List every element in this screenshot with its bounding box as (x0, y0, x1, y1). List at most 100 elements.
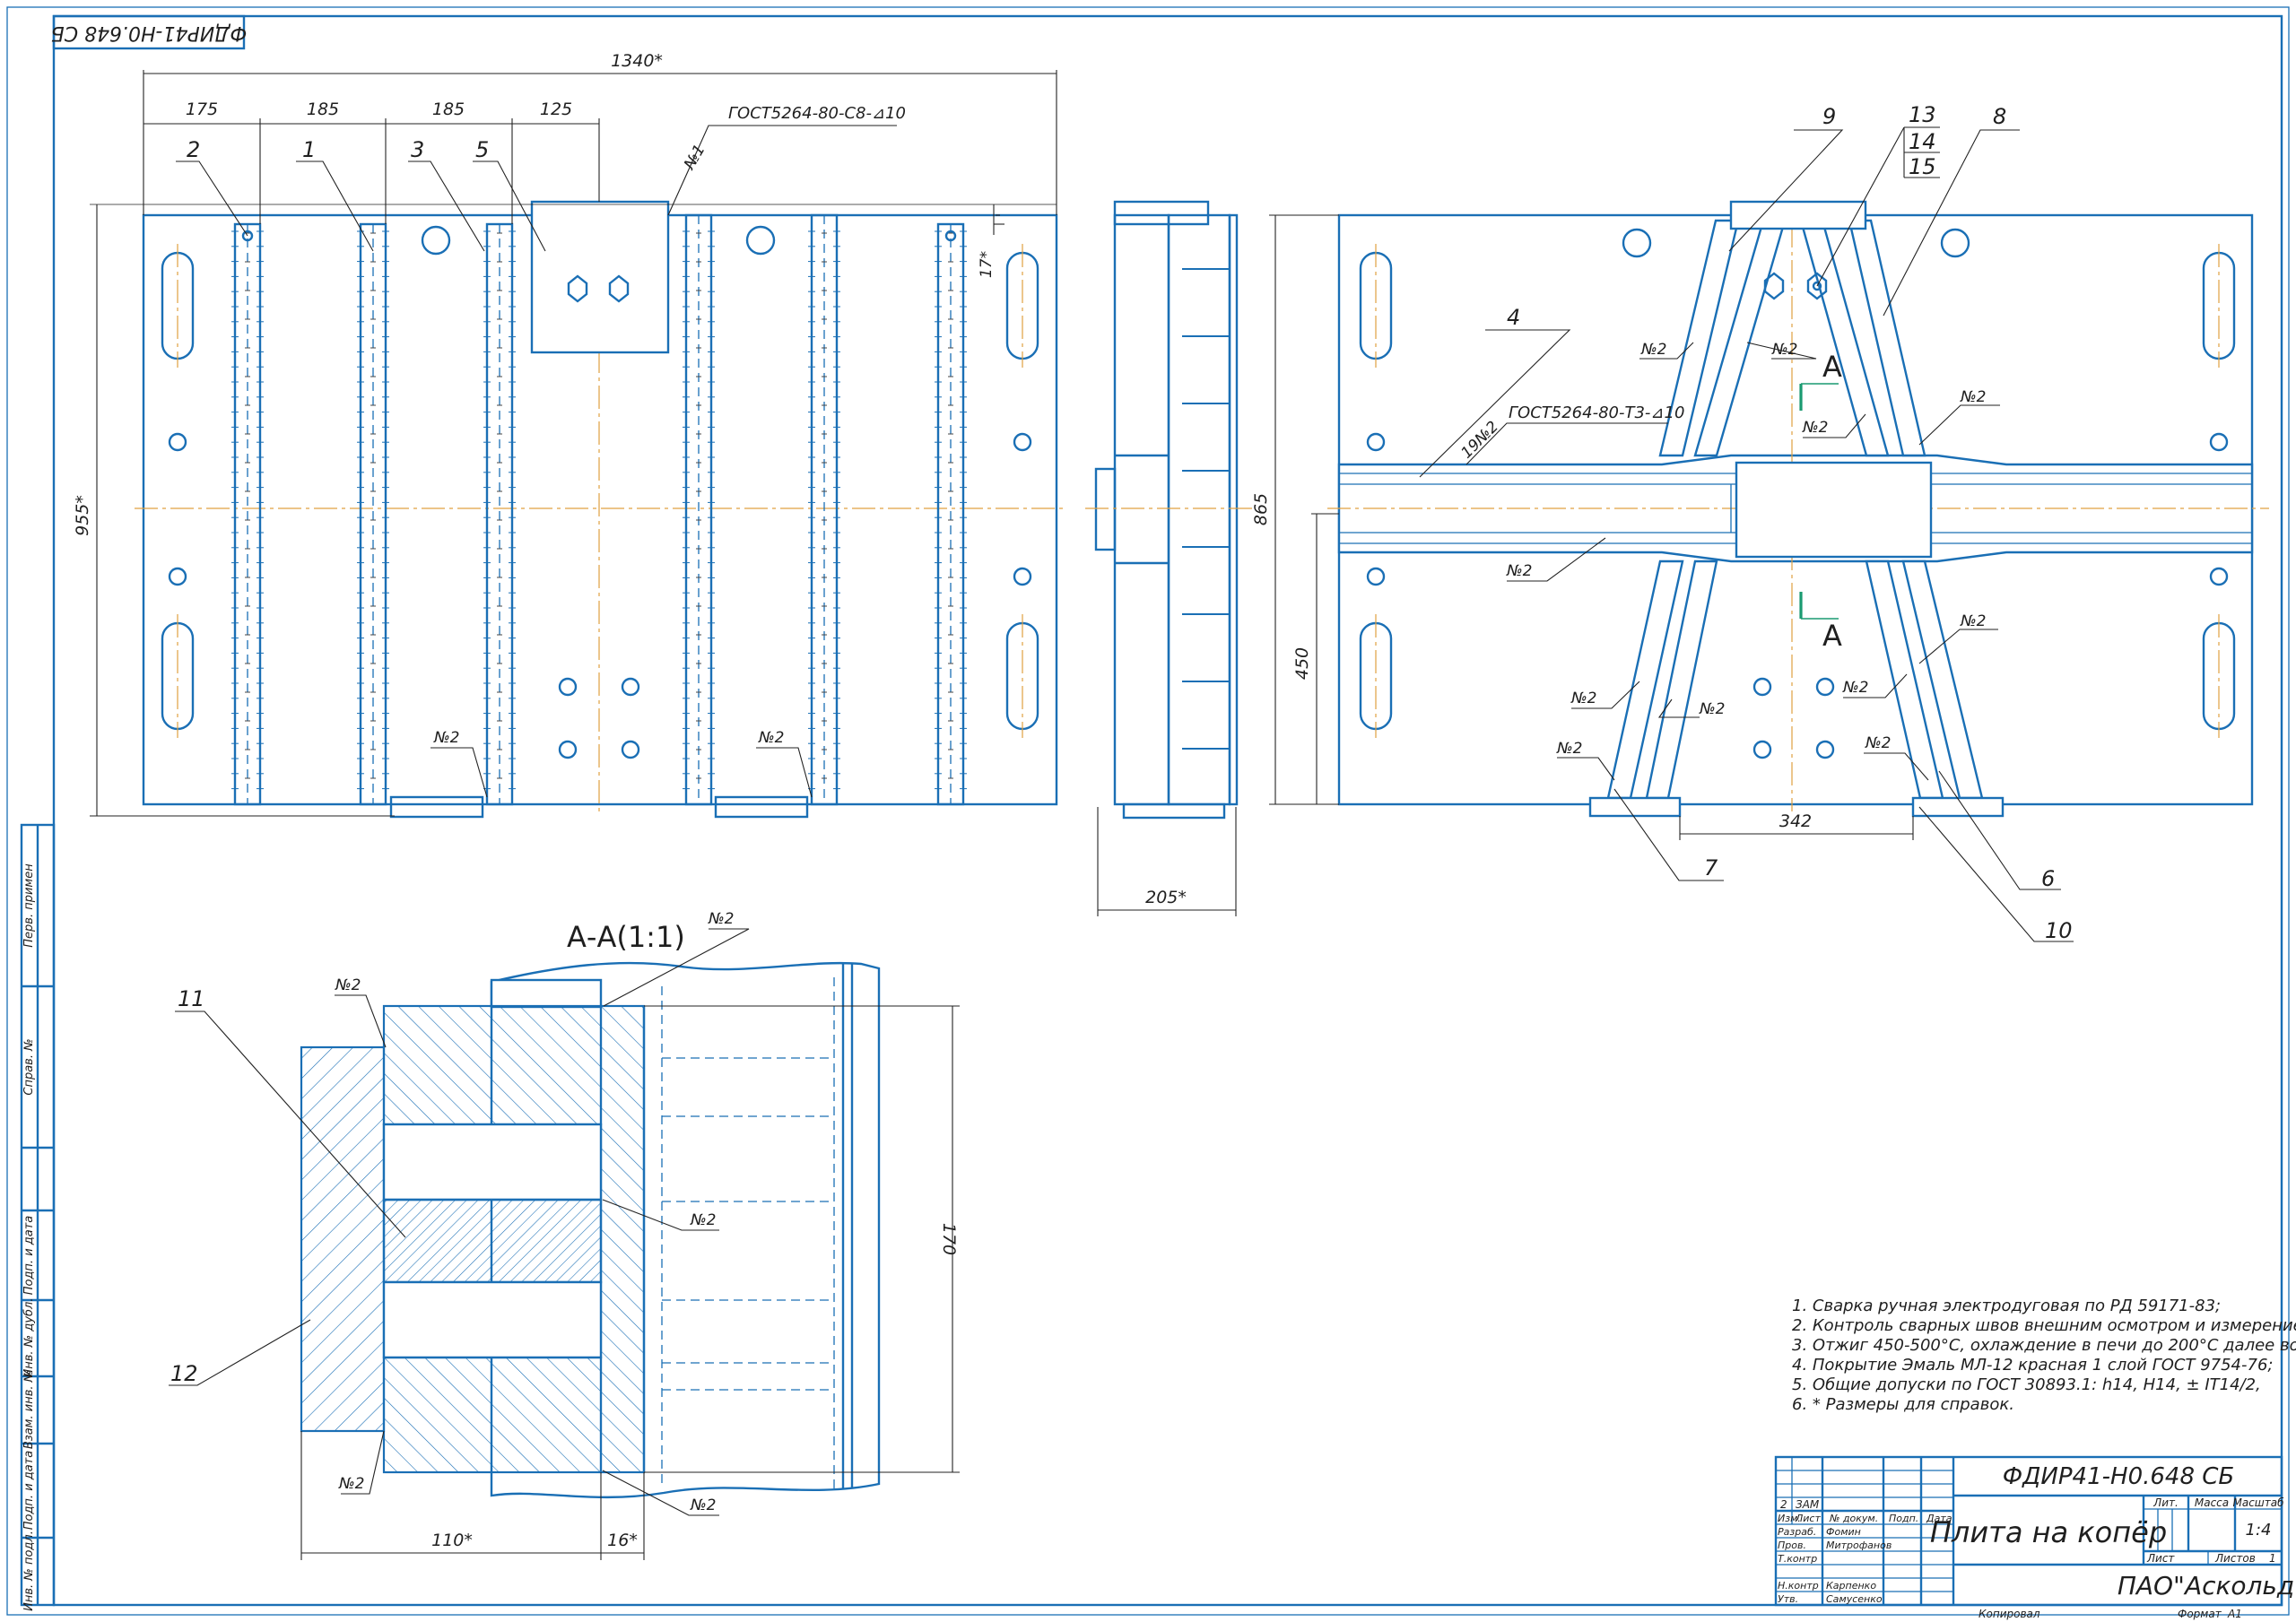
right-slots-holes (1359, 228, 2236, 759)
tb-massa: Масса (2195, 1496, 2229, 1509)
dim-955: 955* (73, 495, 92, 536)
sec-weld-no2-a: №2 (335, 976, 361, 994)
dim-205: 205* (1145, 888, 1187, 907)
dim-185b: 185 (432, 100, 465, 119)
front-holes (168, 225, 1032, 759)
tb-nkontr-name: Карпенко (1826, 1580, 1876, 1592)
sec-weld-no2-e: №2 (690, 1496, 717, 1514)
section-strip (599, 1004, 646, 1474)
front-dimensions: 1340* 175 185 185 125 955* 17* (73, 51, 1057, 817)
note-5: 5. Общие допуски по ГОСТ 30893.1: h14, H… (1792, 1375, 2261, 1394)
weld-side-label: ГОСТ5264-80-Т3-⊿10 (1509, 403, 1684, 422)
nut-icon (567, 274, 588, 303)
note-2: 2. Контроль сварных швов внешним осмотро… (1792, 1316, 2296, 1335)
inner-frame (52, 14, 2283, 1607)
weld-no2-d: №2 (1960, 388, 1987, 406)
tb-doc-no: № докум. (1829, 1513, 1878, 1524)
stamp-podp-data-1: Подп. и дата (22, 1216, 36, 1296)
dim-17: 17* (978, 251, 996, 278)
pos-2: 2 (187, 137, 200, 162)
weld-no2-h: №2 (1842, 679, 1869, 697)
tb-prov-name: Митрофанов (1826, 1540, 1892, 1551)
pos-10: 10 (2045, 918, 2073, 943)
tb-utv-name: Самусенко (1826, 1593, 1883, 1605)
note-1: 1. Сварка ручная электродуговая по РД 59… (1792, 1297, 2221, 1315)
dim-175: 175 (186, 100, 218, 119)
weld-no2-i: №2 (1556, 740, 1583, 758)
section-block-1 (382, 1004, 603, 1126)
section-letter-bottom: А (1822, 619, 1842, 653)
pos-13: 13 (1909, 102, 1936, 127)
pos-6: 6 (2041, 866, 2055, 891)
pos-8: 8 (1993, 104, 2006, 129)
section-a-a: А-А(1:1) (169, 910, 960, 1560)
dim-185a: 185 (307, 100, 339, 119)
tb-list-label: Лист (2146, 1552, 2175, 1565)
tb-podp: Подп. (1889, 1513, 1918, 1524)
stamp-perv-primen: Перв. примен (22, 863, 36, 948)
section-plate-12 (300, 1045, 386, 1433)
dim-total-width: 1340* (611, 51, 663, 71)
nut-icon (608, 274, 630, 303)
front-weld-no2-right: №2 (758, 729, 785, 747)
dim-342: 342 (1779, 811, 1812, 831)
section-hidden-lines (661, 977, 835, 1488)
stamp-inv-dubl: Инв. № дубл. (22, 1298, 36, 1378)
side-stamp: Перв. примен Справ. № Подп. и дата Инв. … (20, 823, 56, 1611)
dim-125: 125 (540, 100, 572, 119)
section-block-2 (382, 1198, 603, 1284)
tb-scale: 1:4 (2246, 1521, 2272, 1540)
right-dimensions: 865 450 342 (1251, 214, 1914, 840)
tb-razrab: Разраб. (1778, 1526, 1816, 1538)
dim-110: 110* (431, 1531, 473, 1550)
tb-izm: Изм. (1778, 1513, 1801, 1524)
front-slots (161, 244, 1039, 738)
pos-14: 14 (1909, 129, 1936, 154)
section-dimensions: 170 110* 16* (300, 1005, 960, 1560)
pos-1: 1 (302, 137, 316, 162)
section-leaders: 11 12 №2 №2 №2 №2 №2 (169, 910, 750, 1516)
weld-mark-1: №1 (681, 142, 709, 174)
tb-kopiroval: Копировал (1979, 1608, 2040, 1620)
front-weld-no2-left: №2 (433, 729, 460, 747)
weld-no2-g: №2 (1699, 700, 1726, 718)
tb-listov-value: 1 (2269, 1552, 2276, 1565)
tb-data: Дата (1926, 1513, 1952, 1524)
stamp-podp-data-2: Подп. и дата (22, 1451, 36, 1531)
front-center-block (530, 200, 670, 354)
weld-no2-c: №2 (1802, 419, 1829, 437)
side-rib-lines (1182, 268, 1230, 750)
pos-4: 4 (1507, 305, 1520, 330)
title-block: ФДИР41-Н0.648 СБ Плита на копёр ПАО"Аско… (1774, 1455, 2296, 1620)
sec-weld-no2-d: №2 (338, 1475, 365, 1493)
tb-format-value: А1 (2227, 1608, 2242, 1620)
weld-front-label: ГОСТ5264-80-С8-⊿10 (728, 104, 906, 123)
pos-15: 15 (1909, 154, 1936, 179)
note-3: 3. Отжиг 450-500°С, охлаждение в печи до… (1792, 1336, 2296, 1355)
sec-weld-no2-b: №2 (708, 910, 735, 928)
nut-icon (1763, 272, 1785, 300)
tb-listov-label: Листов (2214, 1552, 2256, 1565)
pos-9: 9 (1822, 104, 1836, 129)
front-weld-marks (231, 230, 967, 790)
a-frame-ribs (1588, 200, 2005, 818)
section-letter-top: А (1822, 350, 1842, 384)
pos-7: 7 (1704, 855, 1718, 880)
weld-no2-b: №2 (1771, 341, 1798, 359)
front-leaders: 2 1 3 5 ГОСТ5264-80-С8-⊿10 №1 №2 №2 (176, 104, 906, 798)
section-title: А-А(1:1) (567, 920, 685, 954)
pos-3: 3 (411, 137, 424, 162)
front-rib-bands (233, 213, 965, 806)
technical-requirements: 1. Сварка ручная электродуговая по РД 59… (1792, 1297, 2296, 1414)
tb-utv: Утв. (1778, 1593, 1798, 1605)
top-view: А А 865 450 342 4 19№2 ГОСТ5264-80-Т3-⊿1… (1251, 102, 2269, 943)
note-6: 6. * Размеры для справок. (1792, 1395, 2014, 1414)
outer-frame (6, 6, 2290, 1616)
mirrored-designation-box: ФДИР41-Н0.648 СБ (51, 14, 247, 50)
weld-no2-f: №2 (1570, 690, 1597, 707)
tb-masshtab: Масштаб (2232, 1496, 2284, 1509)
tb-change-no: 2 (1780, 1498, 1787, 1511)
tb-format-label: Формат (2178, 1608, 2222, 1620)
side-view: 205* (1085, 200, 1256, 916)
